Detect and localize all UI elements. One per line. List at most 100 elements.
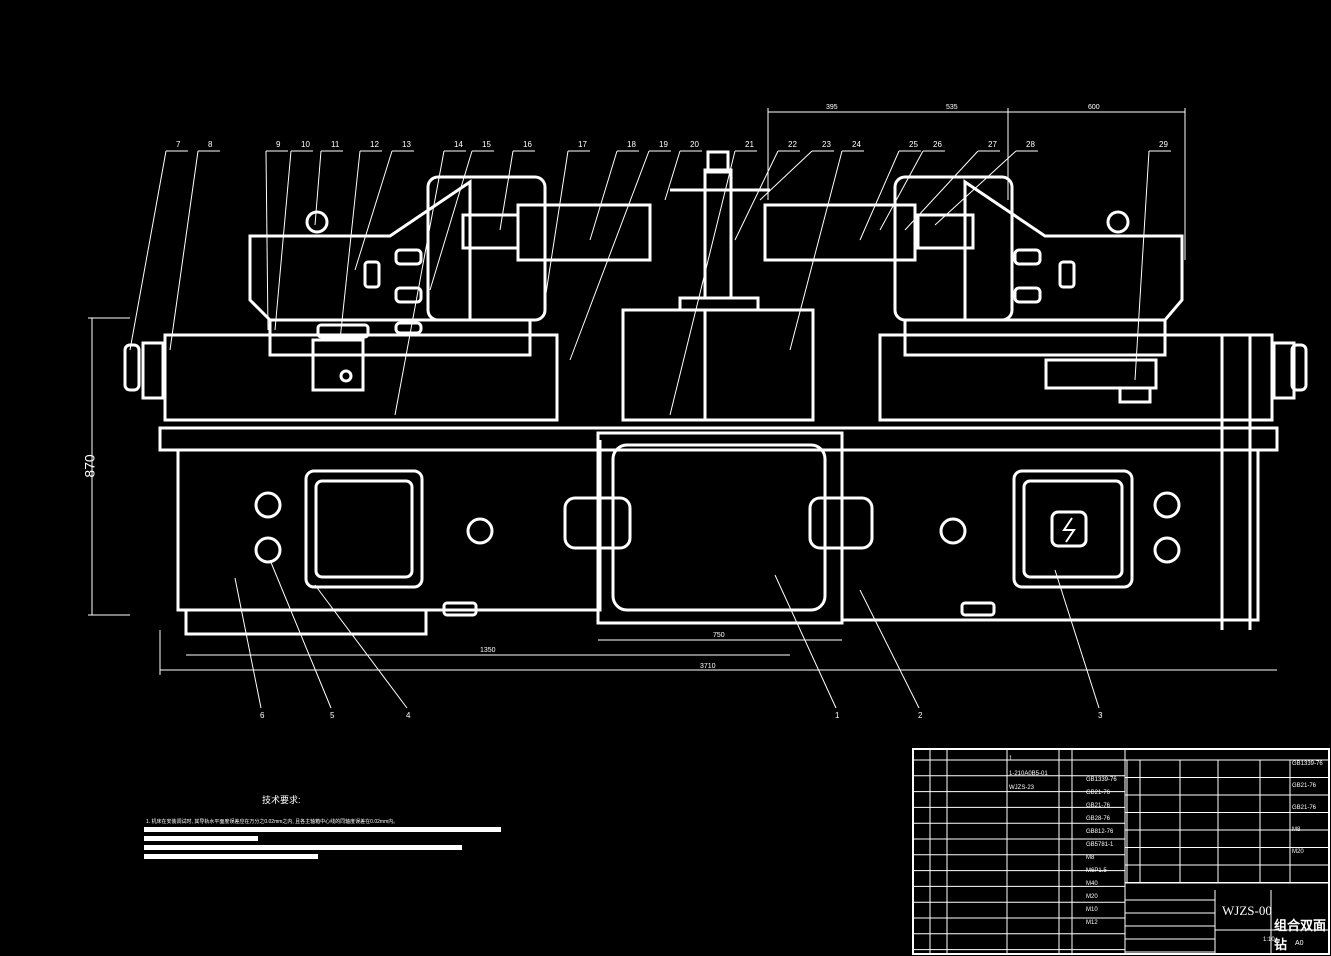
leader-line	[569, 150, 671, 361]
leader-line	[234, 577, 262, 709]
bom-cell	[1009, 868, 1048, 883]
bom-cell	[1009, 810, 1048, 825]
part-label-13: 13	[402, 140, 411, 149]
part-label-28: 28	[1026, 140, 1035, 149]
leader-line	[1134, 150, 1171, 381]
bom-cell	[1009, 825, 1048, 840]
bom-cell: GB21-76	[1086, 803, 1111, 809]
part-label-21: 21	[745, 140, 754, 149]
leader-line	[429, 150, 494, 291]
bom-cell: GB5781-1	[1086, 842, 1114, 848]
part-label-22: 22	[788, 140, 797, 149]
dim-3710: 3710	[700, 663, 716, 670]
bom-cell: GB21-76	[1292, 783, 1317, 789]
part-label-14: 14	[454, 140, 463, 149]
dim-395: 395	[826, 104, 838, 111]
part-label-17: 17	[578, 140, 587, 149]
part-label-20: 20	[690, 140, 699, 149]
machine-base	[158, 335, 1279, 636]
bom-cell: GB28-76	[1086, 816, 1111, 822]
bom-cell: GB1339-76	[1086, 777, 1117, 783]
part-label-8: 8	[208, 140, 213, 149]
drawing-number: WJZS-00	[1222, 903, 1272, 918]
leader-line	[274, 150, 313, 331]
bom-cell	[1009, 839, 1048, 854]
bom-cell: M8	[1292, 827, 1301, 833]
leader-lines	[129, 150, 1171, 709]
tech-requirements-bars	[144, 827, 501, 859]
part-label-7: 7	[176, 140, 181, 149]
title-block	[912, 748, 1330, 955]
dim-750: 750	[713, 632, 725, 639]
dim-600: 600	[1088, 104, 1100, 111]
leader-line	[589, 150, 639, 241]
part-label-18: 18	[627, 140, 636, 149]
leader-line	[544, 150, 590, 301]
leader-line	[664, 150, 702, 201]
leader-line	[934, 150, 1038, 226]
part-label-29: 29	[1159, 140, 1168, 149]
leader-line	[859, 589, 920, 709]
bom-cell: GB21-76	[1086, 790, 1111, 796]
sheet-size: A0	[1295, 940, 1304, 947]
part-label-6: 6	[260, 711, 265, 720]
bom-cell: M12	[1086, 920, 1098, 926]
part-label-10: 10	[301, 140, 310, 149]
bom-cell: M20	[1292, 849, 1304, 855]
part-label-25: 25	[909, 140, 918, 149]
leader-line	[339, 150, 382, 341]
bom-cell: 1-210A0B5-01	[1009, 770, 1048, 777]
leader-line	[314, 584, 408, 709]
center-column	[621, 150, 815, 422]
leader-line	[314, 150, 343, 226]
leader-line	[669, 150, 757, 416]
leader-line	[859, 150, 921, 241]
part-label-24: 24	[852, 140, 861, 149]
part-label-1: 1	[835, 711, 840, 720]
part-label-26: 26	[933, 140, 942, 149]
leader-line	[394, 150, 466, 416]
dimension-lines	[88, 108, 1277, 675]
part-label-3: 3	[1098, 711, 1103, 720]
dim-1350: 1350	[480, 647, 496, 654]
leader-line	[904, 150, 1000, 231]
tech-requirements-line1: 1. 机床在安装调试时, 其导轨水平面度误差应在万分之0.02mm之内, 且各主…	[146, 819, 399, 825]
part-label-27: 27	[988, 140, 997, 149]
drawing-name: 组合双面钻	[1274, 918, 1327, 952]
leader-line	[774, 574, 837, 709]
bom-cell: M40	[1086, 881, 1098, 887]
part-label-15: 15	[482, 140, 491, 149]
dim-535: 535	[946, 104, 958, 111]
bom-cell: M20	[1086, 894, 1098, 900]
leader-line	[265, 150, 288, 331]
bom-cell: M8	[1086, 855, 1095, 861]
right-power-head	[763, 175, 1308, 422]
part-label-4: 4	[406, 711, 411, 720]
leader-line	[499, 150, 535, 231]
leader-line	[734, 150, 800, 241]
leader-line	[129, 150, 188, 351]
part-label-12: 12	[370, 140, 379, 149]
part-label-23: 23	[822, 140, 831, 149]
bom-cell: GB21-76	[1292, 805, 1317, 811]
bom-cell	[1009, 883, 1048, 898]
leader-line	[1054, 569, 1100, 709]
part-label-11: 11	[331, 140, 340, 149]
bom-cell: WJZS-23	[1009, 785, 1035, 791]
leader-line	[759, 150, 834, 201]
bom-cell: GB1339-76	[1292, 761, 1323, 767]
part-label-2: 2	[918, 711, 923, 720]
part-label-5: 5	[330, 711, 335, 720]
leader-line	[354, 150, 414, 271]
leader-line	[789, 150, 864, 351]
dim-870: 870	[81, 454, 98, 478]
bom-cell	[1009, 796, 1048, 811]
leader-line	[269, 559, 332, 709]
leader-line	[879, 150, 945, 231]
bom-cell	[1009, 854, 1048, 869]
part-label-16: 16	[523, 140, 532, 149]
